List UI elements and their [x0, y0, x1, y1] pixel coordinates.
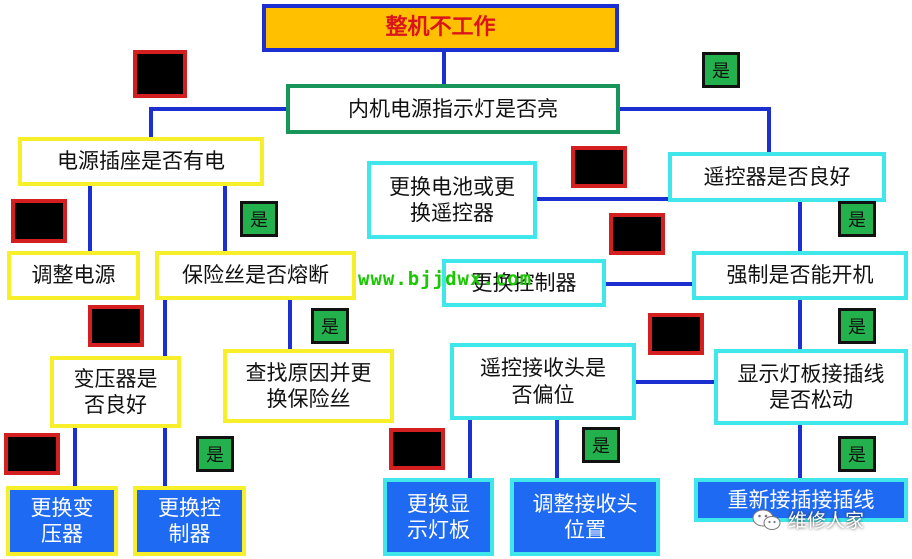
yes-marker: 是	[240, 201, 278, 237]
node-find-fuse: 查找原因并更 换保险丝	[223, 349, 394, 423]
no-marker	[648, 313, 704, 355]
node-force: 强制是否能开机	[692, 251, 908, 300]
wechat-icon	[752, 509, 781, 530]
no-marker	[133, 50, 187, 98]
yes-marker: 是	[582, 427, 620, 463]
node-indicator: 内机电源指示灯是否亮	[286, 84, 620, 134]
node-replace-display: 更换显 示灯板	[383, 478, 494, 556]
no-marker	[389, 428, 445, 470]
node-replace-battery: 更换电池或更 换遥控器	[367, 161, 537, 239]
node-replace-transformer: 更换变 压器	[6, 486, 118, 556]
watermark: www.bjjdwx.com	[358, 268, 533, 290]
node-receiver: 遥控接收头是 否偏位	[450, 343, 636, 420]
yes-marker: 是	[838, 201, 876, 237]
yes-marker: 是	[702, 52, 740, 88]
no-marker	[571, 146, 627, 188]
no-marker	[4, 433, 60, 475]
node-fuse: 保险丝是否熔断	[155, 251, 356, 300]
node-adjust-receiver: 调整接收头 位置	[510, 478, 660, 556]
no-marker	[88, 305, 144, 347]
logo-text: 维修人家	[788, 510, 865, 532]
node-root: 整机不工作	[262, 4, 619, 52]
yes-marker: 是	[838, 308, 876, 344]
node-replace-controller-mid: 更换控制器	[442, 259, 606, 307]
node-replace-controller-left: 更换控 制器	[133, 486, 246, 556]
node-replug: 重新接插接插线	[694, 478, 908, 522]
node-display-plug: 显示灯板接插线 是否松动	[714, 349, 908, 425]
node-adjust-power: 调整电源	[7, 251, 140, 300]
yes-marker: 是	[196, 436, 234, 472]
yes-marker: 是	[311, 308, 349, 344]
yes-marker: 是	[838, 436, 876, 472]
node-transformer: 变压器是 否良好	[50, 356, 181, 428]
no-marker	[11, 199, 67, 243]
node-socket: 电源插座是否有电	[18, 137, 264, 186]
no-marker	[609, 213, 665, 255]
node-remote: 遥控器是否良好	[668, 152, 886, 202]
brand-logo: 维修人家	[752, 506, 864, 533]
